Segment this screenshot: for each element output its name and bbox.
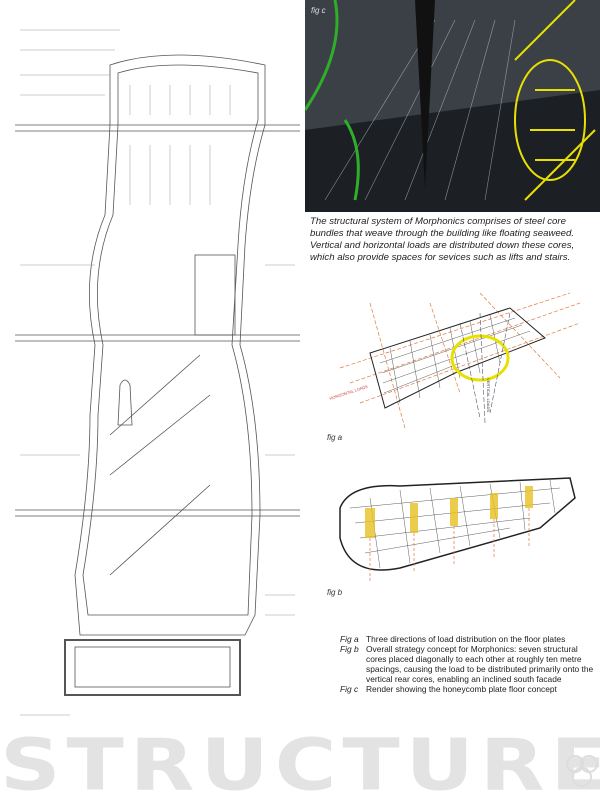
caption-fig-b: Fig b Overall strategy concept for Morpho… [340, 644, 600, 684]
caption-fig-a: Fig a Three directions of load distributi… [340, 634, 600, 644]
fig-c-label: fig c [311, 6, 326, 15]
horizontal-loads-label: HORIZONTAL LOADS [329, 384, 369, 401]
honeycomb-render-image [305, 0, 600, 212]
core-strategy-diagram [339, 477, 576, 583]
figure-b: fig b [310, 468, 600, 597]
caption-text: Three directions of load distribution on… [366, 634, 566, 644]
structural-section-drawing [15, 29, 300, 716]
caption-fig-c: Fig c Render showing the honeycomb plate … [340, 684, 600, 694]
page-title: STRUCTURE [0, 723, 600, 806]
intro-paragraph: The structural system of Morphonics comp… [310, 216, 575, 263]
caption-text: Render showing the honeycomb plate floor… [366, 684, 557, 694]
caption-text: Overall strategy concept for Morphonics:… [366, 644, 594, 684]
figure-a: HORIZONTAL LOADS VERTICAL LOADS fig a [310, 283, 600, 442]
vertical-loads-label: VERTICAL LOADS [486, 378, 491, 412]
fig-a-label: fig a [327, 433, 343, 442]
figure-c-render: fig c [305, 0, 600, 212]
caption-key: Fig c [340, 684, 359, 694]
logo-icon [566, 755, 598, 787]
figure-captions: Fig a Three directions of load distributi… [340, 634, 600, 694]
floor-plate-load-diagram: HORIZONTAL LOADS VERTICAL LOADS [329, 292, 581, 429]
fig-b-label: fig b [327, 588, 343, 597]
caption-key: Fig b [340, 644, 359, 654]
caption-key: Fig a [340, 634, 359, 644]
